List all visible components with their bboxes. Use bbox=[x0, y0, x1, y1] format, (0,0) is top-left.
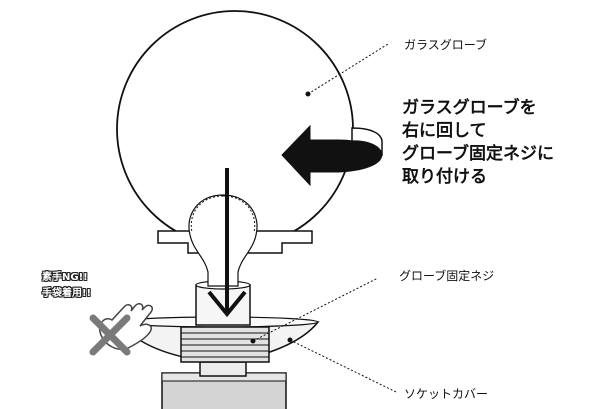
instruction-line-4: 取り付ける bbox=[402, 167, 487, 187]
warning-line-2: 手袋着用!! bbox=[42, 288, 92, 299]
installation-instruction: ガラスグローブを 右に回して グローブ固定ネジに 取り付ける bbox=[402, 97, 554, 189]
globe-fixing-screw bbox=[180, 326, 270, 363]
instruction-line-1: ガラスグローブを bbox=[402, 98, 537, 118]
glove-warning: 素手NG!! 手袋着用!! bbox=[42, 270, 91, 302]
label-glass-globe: ガラスグローブ bbox=[404, 38, 488, 52]
warning-line-1: 素手NG!! bbox=[42, 272, 88, 283]
instruction-line-3: グローブ固定ネジに bbox=[402, 144, 554, 164]
socket-collar bbox=[199, 361, 247, 377]
socket-cover bbox=[161, 372, 287, 409]
leader-lines bbox=[250, 43, 397, 393]
crossed-out-hand-icon bbox=[89, 303, 154, 356]
label-globe-fixing-screw: グローブ固定ネジ bbox=[399, 269, 495, 283]
rotation-arrow-icon bbox=[281, 124, 383, 187]
bulb-socket bbox=[195, 280, 251, 326]
light-bulb bbox=[188, 194, 258, 287]
instruction-line-2: 右に回して bbox=[402, 121, 487, 141]
down-arrow-icon bbox=[207, 168, 247, 318]
label-socket-cover: ソケットカバー bbox=[404, 387, 489, 401]
